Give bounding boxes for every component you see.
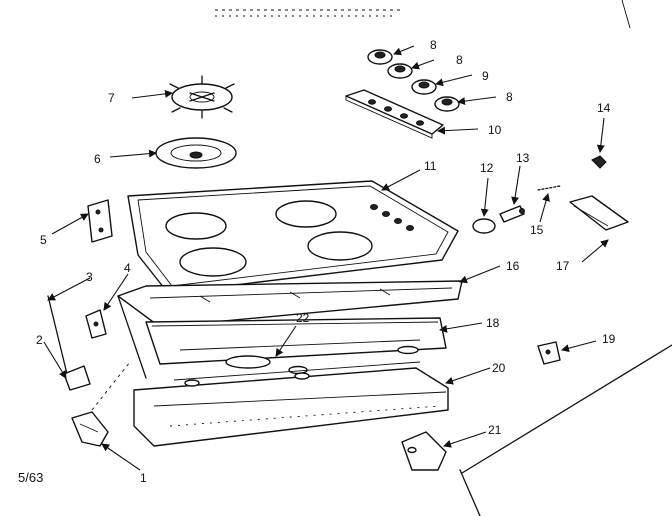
callout-12: 12 — [480, 161, 494, 175]
callout-18: 18 — [486, 316, 500, 330]
valve-stem — [499, 205, 525, 223]
burner-box — [145, 317, 447, 375]
callout-labels: 8 8 9 8 10 7 6 11 12 13 14 15 17 16 5 3 … — [36, 38, 616, 485]
knob — [367, 49, 393, 65]
hinge — [71, 411, 109, 447]
callout-16: 16 — [506, 259, 520, 273]
callout-2: 2 — [36, 333, 43, 347]
callout-10: 10 — [488, 123, 502, 137]
callout-22: 22 — [296, 311, 310, 325]
bracket-left — [87, 199, 113, 243]
callout-3: 3 — [86, 270, 93, 284]
corner-line-short — [459, 469, 481, 516]
callout-8: 8 — [456, 53, 463, 67]
frame-top — [117, 280, 463, 379]
callout-6: 6 — [94, 152, 101, 166]
rod-end — [63, 365, 91, 391]
page-number: 5/63 — [18, 470, 43, 485]
callout-1: 1 — [140, 471, 147, 485]
control-knobs — [367, 49, 460, 112]
hinge-dash-line — [91, 361, 131, 411]
leader-lines — [43, 45, 609, 471]
callout-13: 13 — [516, 151, 530, 165]
screw — [591, 155, 607, 169]
corner-line — [461, 344, 672, 474]
control-panel — [345, 89, 444, 139]
knob — [387, 63, 413, 79]
spark-module — [401, 431, 447, 471]
knob — [411, 79, 437, 95]
scan-artifact — [215, 0, 631, 29]
callout-8: 8 — [430, 38, 437, 52]
callout-14: 14 — [597, 101, 611, 115]
bracket-right — [569, 195, 629, 231]
knob-cap — [472, 218, 496, 234]
callout-21: 21 — [488, 423, 502, 437]
spring — [537, 185, 561, 191]
callout-9: 9 — [482, 69, 489, 83]
clip — [85, 309, 107, 339]
callout-8: 8 — [506, 90, 513, 104]
burner-grate — [169, 75, 235, 119]
knob — [434, 96, 460, 112]
callout-19: 19 — [602, 332, 616, 346]
callout-4: 4 — [124, 261, 131, 275]
callout-11: 11 — [424, 159, 437, 173]
latch — [537, 341, 561, 365]
burner-bowl — [155, 137, 237, 169]
callout-5: 5 — [40, 233, 47, 247]
callout-20: 20 — [492, 361, 506, 375]
support-rod — [47, 295, 69, 379]
base-pan — [133, 361, 449, 447]
callout-7: 7 — [108, 91, 115, 105]
cooktop — [127, 180, 459, 294]
callout-15: 15 — [530, 223, 544, 237]
callout-17: 17 — [556, 259, 570, 273]
